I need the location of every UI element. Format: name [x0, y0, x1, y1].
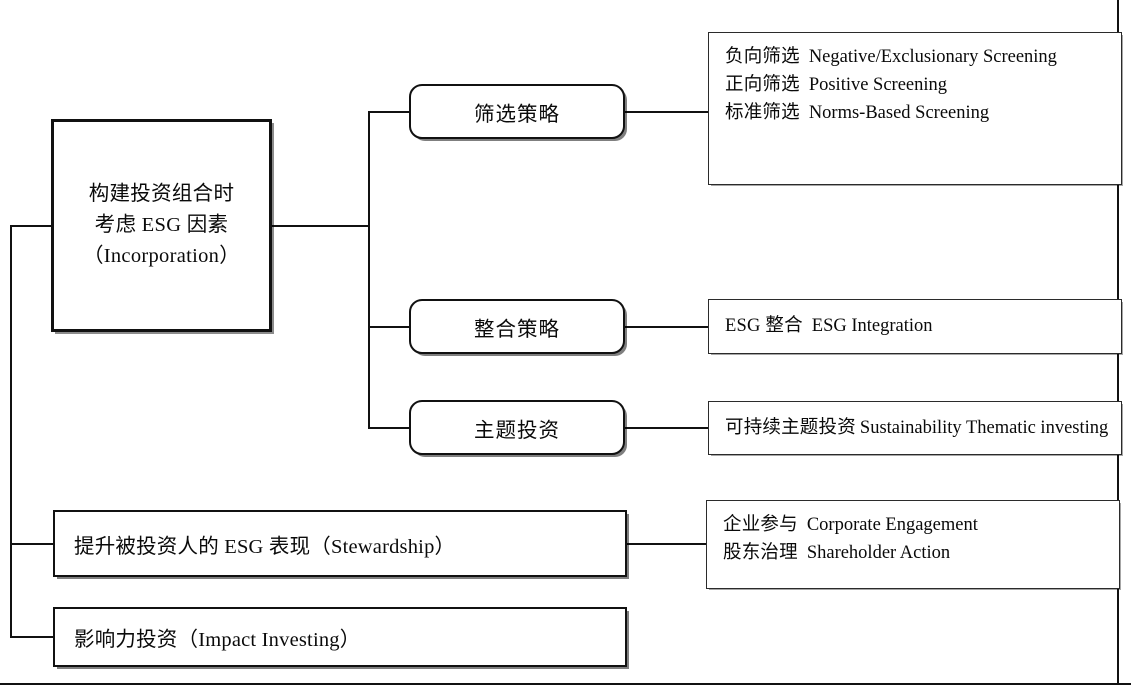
detail-en: Shareholder Action — [806, 543, 951, 564]
detail-en: Corporate Engagement — [806, 515, 978, 535]
detail-zh: ESG 整合 — [725, 316, 803, 337]
detail-row: 负向筛选 Negative/Exclusionary Screening — [725, 43, 1057, 71]
connector-thematic-to-details — [625, 427, 709, 429]
connector-branch-bus-vertical — [368, 111, 370, 429]
connector-integration-to-details — [625, 326, 709, 328]
connector-trunk-to-stewardship — [10, 543, 55, 545]
connector-trunk-to-main — [10, 225, 52, 227]
node-main-line3: （Incorporation） — [82, 245, 241, 268]
connector-main-to-bus — [271, 225, 370, 227]
node-main-line2: 考虑 ESG 因素 — [94, 213, 229, 236]
detail-row: 股东治理 Shareholder Action — [723, 539, 950, 567]
node-main-line1: 构建投资组合时 — [88, 182, 235, 205]
detail-row: 正向筛选 Positive Screening — [725, 71, 947, 99]
node-stewardship-label: 提升被投资人的 ESG 表现（Stewardship） — [74, 535, 456, 558]
detail-row: 可持续主题投资 Sustainability Thematic investin… — [725, 414, 1108, 442]
detail-en: Negative/Exclusionary Screening — [808, 47, 1057, 67]
node-stewardship[interactable]: 提升被投资人的 ESG 表现（Stewardship） — [53, 510, 627, 577]
connector-screening-to-details — [625, 111, 709, 113]
detail-zh: 负向筛选 — [725, 47, 800, 67]
detail-en: Norms-Based Screening — [808, 103, 990, 124]
detail-zh: 股东治理 — [723, 543, 798, 564]
page-frame-bottom-rule — [0, 683, 1131, 685]
panel-screening-details[interactable]: 负向筛选 Negative/Exclusionary Screening 正向筛… — [708, 32, 1122, 185]
panel-integration-details[interactable]: ESG 整合 ESG Integration — [708, 299, 1122, 354]
detail-zh: 正向筛选 — [725, 75, 800, 96]
panel-thematic-details[interactable]: 可持续主题投资 Sustainability Thematic investin… — [708, 401, 1122, 455]
node-impact-label: 影响力投资（Impact Investing） — [74, 629, 361, 651]
connector-bus-to-screening — [368, 111, 410, 113]
connector-left-trunk-vertical — [10, 225, 12, 638]
node-impact-investing[interactable]: 影响力投资（Impact Investing） — [53, 607, 627, 667]
connector-trunk-to-impact — [10, 636, 55, 638]
detail-en: Positive Screening — [808, 75, 948, 96]
detail-en: Sustainability Thematic investing — [859, 417, 1109, 438]
node-screening-strategy[interactable]: 筛选策略 — [409, 84, 625, 139]
node-main-text: 构建投资组合时 考虑 ESG 因素 （Incorporation） — [83, 179, 240, 272]
connector-stewardship-to-details — [627, 543, 707, 545]
detail-zh: 可持续主题投资 — [725, 417, 856, 438]
node-thematic-strategy[interactable]: 主题投资 — [409, 400, 625, 455]
detail-zh: 企业参与 — [723, 515, 798, 535]
panel-stewardship-details[interactable]: 企业参与 Corporate Engagement 股东治理 Sharehold… — [706, 500, 1120, 589]
node-thematic-label: 主题投资 — [474, 419, 560, 442]
connector-bus-to-integration — [368, 326, 410, 328]
node-main-incorporation[interactable]: 构建投资组合时 考虑 ESG 因素 （Incorporation） — [51, 119, 272, 332]
node-integration-strategy[interactable]: 整合策略 — [409, 299, 625, 354]
detail-row: 企业参与 Corporate Engagement — [723, 511, 978, 539]
node-integration-label: 整合策略 — [474, 318, 560, 341]
connector-bus-to-thematic — [368, 427, 410, 429]
detail-row: 标准筛选 Norms-Based Screening — [725, 99, 989, 127]
detail-zh: 标准筛选 — [725, 103, 800, 124]
detail-row: ESG 整合 ESG Integration — [725, 312, 933, 340]
detail-en: ESG Integration — [811, 316, 933, 337]
node-screening-label: 筛选策略 — [474, 103, 560, 126]
